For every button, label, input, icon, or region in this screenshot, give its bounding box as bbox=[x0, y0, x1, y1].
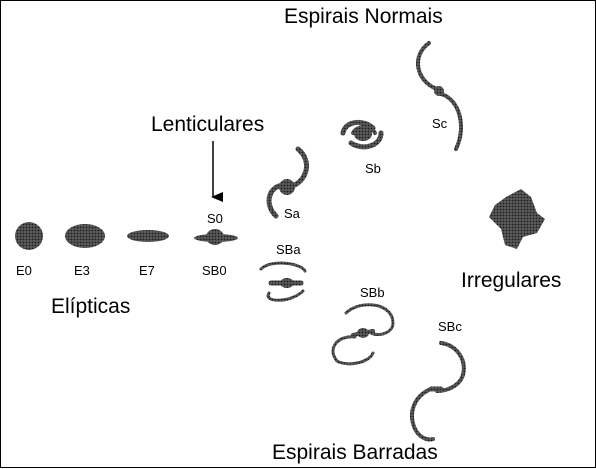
galaxy-sb bbox=[340, 119, 384, 150]
label-sb0: SB0 bbox=[202, 263, 227, 278]
label-e7: E7 bbox=[139, 263, 155, 278]
label-sbb: SBb bbox=[360, 285, 385, 300]
label-lenticular: Lenticulares bbox=[151, 113, 265, 136]
label-elliptical: Elípticas bbox=[51, 295, 131, 318]
galaxy-sa bbox=[266, 146, 309, 219]
galaxy-sc bbox=[416, 41, 463, 151]
label-sc: Sc bbox=[432, 116, 448, 131]
title-barred-spirals: Espirais Barradas bbox=[272, 441, 438, 464]
label-e0: E0 bbox=[16, 263, 32, 278]
label-sb: Sb bbox=[365, 161, 381, 176]
galaxy-e0 bbox=[15, 222, 43, 250]
galaxy-sbc bbox=[410, 341, 466, 442]
label-sba: SBa bbox=[276, 242, 301, 257]
label-irregular: Irregulares bbox=[461, 269, 562, 292]
galaxy-sbb bbox=[331, 303, 395, 366]
galaxy-sb0 bbox=[194, 229, 238, 245]
galaxy-irregular bbox=[489, 189, 545, 249]
label-sa: Sa bbox=[284, 206, 300, 221]
galaxy-e7 bbox=[127, 230, 169, 242]
label-e3: E3 bbox=[74, 263, 90, 278]
galaxy-e3 bbox=[65, 224, 105, 248]
label-sbc: SBc bbox=[438, 319, 462, 334]
galaxy-sba bbox=[259, 261, 307, 302]
label-s0: S0 bbox=[207, 211, 223, 226]
title-normal-spirals: Espirais Normais bbox=[284, 5, 443, 28]
